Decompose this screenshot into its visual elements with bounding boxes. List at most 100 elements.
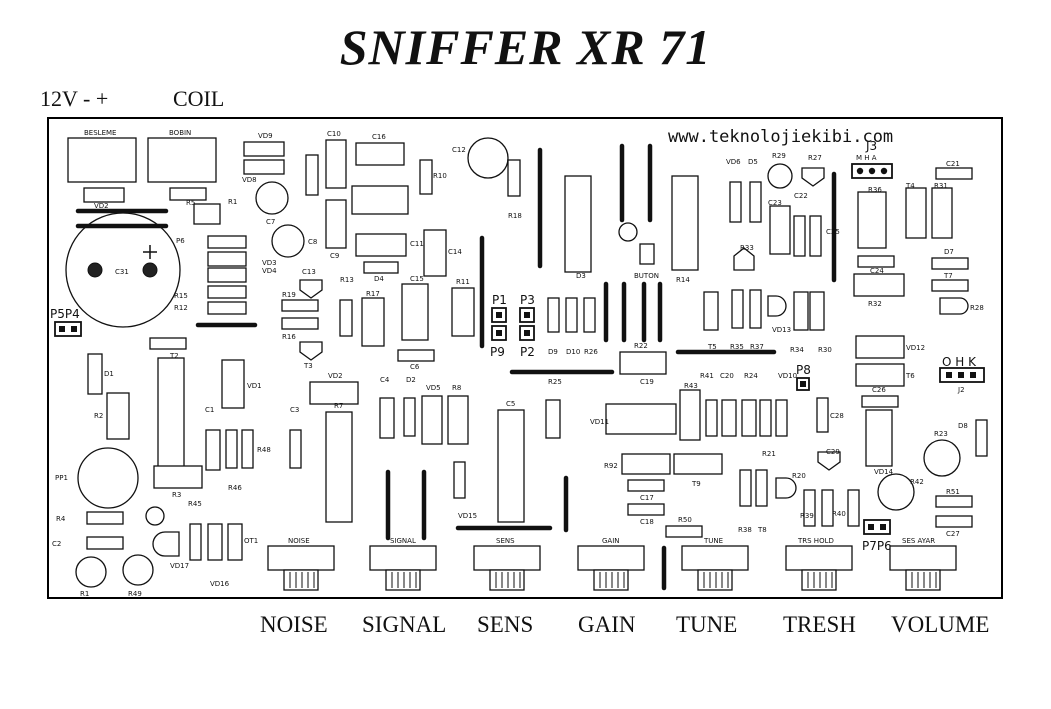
designator-d8: D8 (958, 422, 968, 430)
transistor-t9 (817, 451, 841, 471)
diode-vd11 (741, 399, 757, 437)
led-vd16 (122, 554, 154, 586)
designator-c22: C22 (794, 192, 808, 200)
resistor-r-x (759, 399, 772, 437)
designator-r21: R21 (762, 450, 776, 458)
designator-vd6: VD6 (726, 158, 741, 166)
testpoint-a2 (618, 222, 638, 242)
capacitor-c26 (855, 335, 905, 359)
capacitor-c20 (679, 389, 701, 441)
pot-silk-signal: SIGNAL (390, 537, 416, 545)
designator-r26: R26 (584, 348, 598, 356)
designator-c11: C11 (410, 240, 424, 248)
resistor-r20 (627, 503, 665, 516)
power-label: 12V - + (40, 86, 109, 111)
ic-d10 (671, 175, 699, 271)
designator-r2: R2 (94, 412, 103, 420)
designator-vd4: VD4 (262, 267, 277, 275)
capacitor-c21 (767, 163, 793, 189)
resistor-r34 (749, 289, 762, 329)
c31-pad-plus (142, 262, 158, 278)
designator-r33: R33 (740, 244, 754, 252)
resistor-r13 (281, 317, 319, 330)
resistor-r46 (935, 515, 973, 528)
capacitor-c27 (877, 473, 915, 511)
designator-r41: R41 (700, 372, 714, 380)
designator-c6: C6 (410, 363, 420, 371)
capacitor-c8 (271, 224, 305, 258)
designator-c9: C9 (330, 252, 339, 260)
capacitor-c4 (309, 381, 359, 405)
designator-t2: T2 (169, 352, 179, 360)
j2-pins: O H K (942, 355, 977, 369)
resistor-r33 (809, 215, 822, 257)
j3-pins: M H A (856, 154, 877, 162)
resistor-r32 (931, 257, 969, 270)
designator-c17: C17 (640, 494, 654, 502)
capacitor-c14 (423, 229, 447, 277)
pot-silk-volume: SES AYAR (902, 537, 935, 545)
diode-vd3 (207, 251, 247, 267)
resistor-r41 (816, 397, 829, 433)
resistor-r37 (731, 289, 744, 329)
resistor-r35 (857, 255, 895, 268)
designator-c7: C7 (266, 218, 275, 226)
designator-r28: R28 (970, 304, 984, 312)
designator-vd14: VD14 (874, 468, 894, 476)
diode-vd15-b (227, 523, 243, 561)
pcb-outline (47, 117, 1003, 599)
power-connector (67, 137, 137, 183)
designator-d9: D9 (548, 348, 558, 356)
ic-d7 (857, 191, 887, 249)
designator-r17: R17 (366, 290, 380, 298)
transistor-t3 (299, 279, 323, 299)
besleme-label: BESLEME (84, 129, 116, 137)
diode-a1 (703, 291, 719, 331)
c31-pad-minus (87, 262, 103, 278)
resistor-r8 (403, 397, 416, 437)
designator-c21: C21 (946, 160, 960, 168)
designator-r24: R24 (744, 372, 758, 380)
coil-connector (147, 137, 217, 183)
p5p4-label: P5P4 (50, 307, 80, 321)
designator-d4: D4 (374, 275, 384, 283)
header-p7p6 (863, 519, 891, 535)
website-silk: www.teknolojiekibi.com (668, 127, 893, 147)
resistor-r-z (847, 489, 860, 527)
p1-label: P1 (492, 293, 507, 307)
capacitor-c19 (619, 351, 667, 375)
pot-signal (369, 545, 437, 591)
pot-silk-tresh: TRS HOLD (797, 537, 834, 545)
designator-vd8: VD8 (242, 176, 257, 184)
button-pad (639, 243, 655, 265)
pot-tune (681, 545, 749, 591)
designator-t5: T5 (707, 343, 717, 351)
designator-d10: D10 (566, 348, 580, 356)
resistor-r10 (305, 154, 319, 196)
resistor-r24 (705, 399, 718, 437)
resistor-r3 (225, 429, 238, 469)
capacitor-c7 (255, 181, 289, 215)
designator-c28: C28 (830, 412, 844, 420)
designator-r50: R50 (678, 516, 692, 524)
capacitor-c10 (325, 139, 347, 189)
designator-d3: D3 (576, 272, 586, 280)
coil-label: COIL (173, 86, 225, 111)
capacitor-c15 (361, 297, 385, 347)
designator-r10: R10 (433, 172, 447, 180)
designator-c18: C18 (640, 518, 654, 526)
ic-d3 (497, 409, 525, 523)
resistor-r49 (86, 536, 124, 550)
designator-r92: R92 (604, 462, 618, 470)
designator-r22: R22 (634, 342, 648, 350)
capacitor-c1 (106, 392, 130, 440)
resistor-r14 (397, 349, 435, 362)
resistor-r50 (803, 489, 816, 527)
resistor-r4 (241, 429, 254, 469)
designator-r15: R15 (174, 292, 188, 300)
pot-silk-noise: NOISE (288, 537, 310, 545)
buton-label: BUTON (634, 272, 659, 280)
designator-c24: C24 (870, 267, 884, 275)
p2-label: P2 (520, 345, 535, 359)
